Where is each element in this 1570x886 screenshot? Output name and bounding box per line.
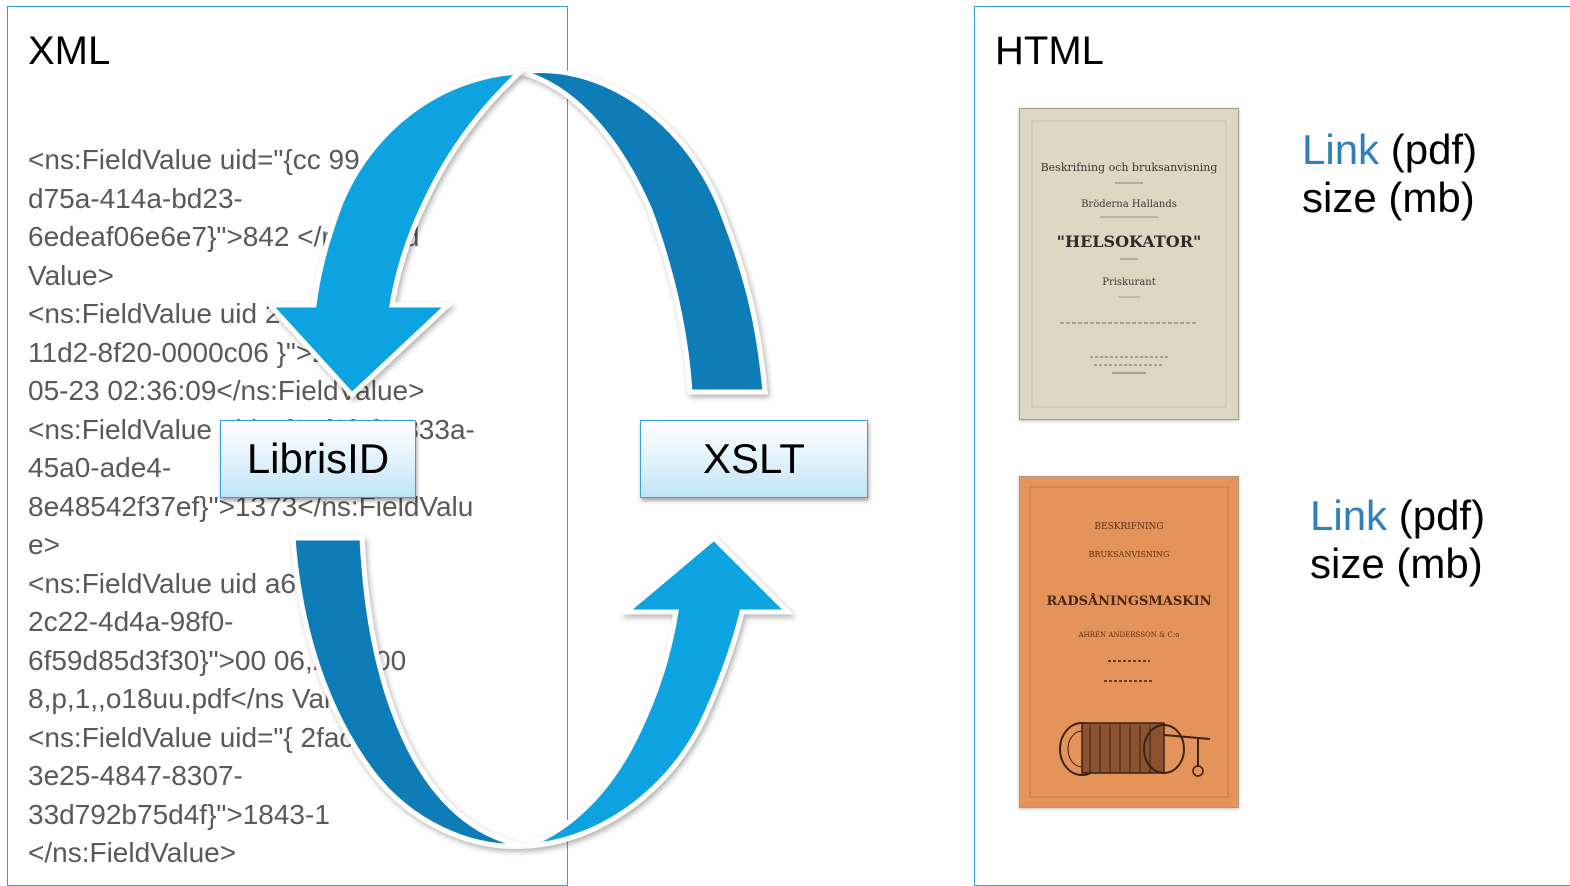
html-panel-title: HTML [995, 29, 1104, 73]
pdf-link[interactable]: Link [1310, 492, 1388, 539]
xml-code-line: 05-23 02:36:09</ns:FieldValue> [28, 375, 425, 406]
cover-line: BESKRIFNING [1094, 522, 1163, 532]
xml-code-line: <ns:FieldValue uid a69fb0- [28, 567, 360, 599]
book-cover-radsaningsmaskin: BESKRIFNING BRUKSANVISNING RADSÅNINGSMAS… [1019, 476, 1239, 808]
xml-code-line: Value> [28, 259, 114, 291]
xml-code-line: 11d2-8f20-0000c06 }">2013- [28, 336, 384, 368]
librisid-label: LibrisID [220, 420, 416, 498]
cover-title: "HELSOKATOR" [1057, 232, 1202, 251]
pdf-suffix: (pdf) [1387, 492, 1486, 539]
cover-title: RADSÅNINGSMASKIN [1046, 593, 1211, 609]
seed-drill-illustration [1059, 722, 1211, 777]
book-cover-helsokator-art: Beskrifning och bruksanvisning Bröderna … [1020, 109, 1238, 419]
xml-code-line: 45a0-ade4- [28, 452, 172, 483]
xml-code-block: <ns:FieldValue uid="{cc 99- d75a-414a-bd… [28, 141, 548, 873]
cover-line: BRUKSANVISNING [1089, 550, 1170, 559]
xml-panel-title: XML [28, 29, 111, 73]
xml-code-line: <ns:FieldValue uid="{ 2fac- [28, 721, 363, 753]
cover-line: Priskurant [1102, 277, 1156, 288]
download-block-2: Link (pdf) size (mb) [1310, 492, 1485, 588]
xml-code-line: 8,p,1,,o18uu.pdf</ns Value> [28, 683, 378, 714]
book-cover-radsaningsmaskin-art: BESKRIFNING BRUKSANVISNING RADSÅNINGSMAS… [1020, 477, 1238, 807]
xml-code-line: 33d792b75d4f}">1843-1 [28, 798, 330, 830]
xml-code-line: <ns:FieldValue uid="{cc 99- [28, 144, 369, 175]
cover-line: AHRÉN ANDERSSON & C:o [1077, 630, 1179, 639]
xslt-label: XSLT [640, 420, 868, 498]
cover-line: Bröderna Hallands [1081, 199, 1177, 210]
size-label: size (mb) [1310, 540, 1483, 587]
xml-code-line: e> [28, 529, 60, 560]
book-cover-helsokator: Beskrifning och bruksanvisning Bröderna … [1019, 108, 1239, 420]
pdf-suffix: (pdf) [1379, 126, 1478, 173]
cover-line: Beskrifning och bruksanvisning [1041, 161, 1218, 174]
xml-code-line: 6f59d85d3f30}">00 06,260000 [28, 644, 407, 676]
size-label: size (mb) [1302, 174, 1475, 221]
xml-code-line: 2c22-4d4a-98f0- [28, 606, 234, 637]
xml-code-line: 6edeaf06e6e7}">842 </ns:Field [28, 221, 420, 252]
xml-code-line: <ns:FieldValue uid 2c24-5f6a- [28, 298, 399, 329]
xml-code-line: 3e25-4847-8307- [28, 760, 243, 791]
pdf-link[interactable]: Link [1302, 126, 1380, 173]
xml-code-line: </ns:FieldValue> [28, 837, 237, 868]
download-block-1: Link (pdf) size (mb) [1302, 126, 1477, 222]
xml-code-line: d75a-414a-bd23- [28, 182, 243, 214]
